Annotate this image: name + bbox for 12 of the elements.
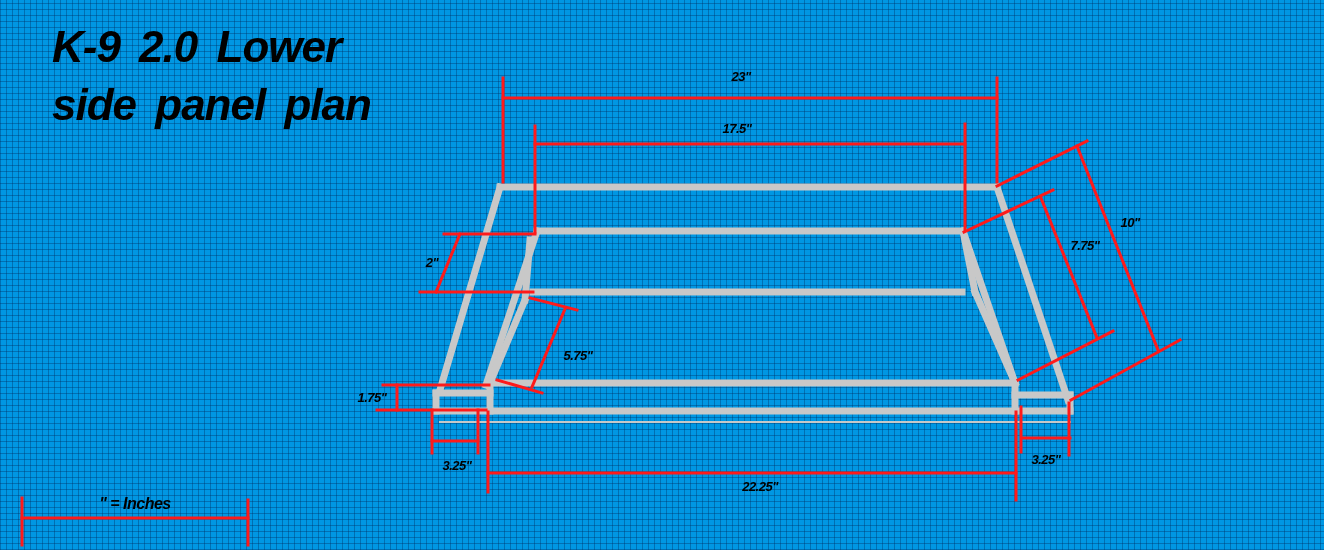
dimension-label: 5.75" [563,347,593,363]
dimension-label: 23" [731,68,751,84]
dimension-label: 10" [1120,214,1140,230]
dimension-label: 7.75" [1070,237,1100,253]
dimension-label: 1.75" [357,389,387,405]
unit-note: " = Inches [99,495,171,513]
dimension-label: 22.25" [742,478,778,494]
dimension-label: 2" [425,254,439,270]
title: K-9 2.0 Lower side panel plan [52,21,372,131]
dimension-label: 17.5" [722,120,752,136]
dimension-label: 3.25" [442,457,472,473]
dimension-label: 3.25" [1031,451,1061,467]
